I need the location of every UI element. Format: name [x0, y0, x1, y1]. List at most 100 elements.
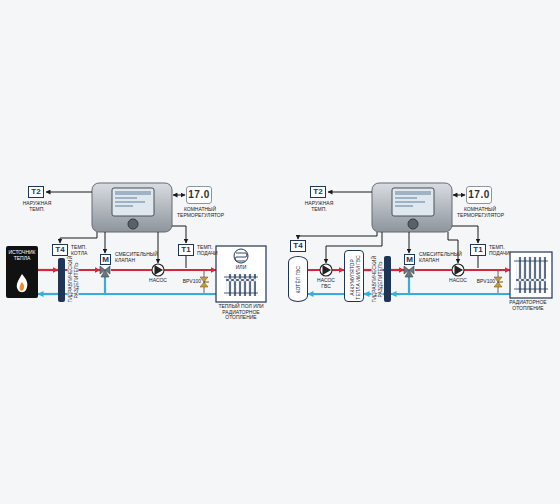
return-pipe [65, 293, 216, 295]
sensor-box: T2НАРУЖНАЯ ТЕМП. [310, 186, 326, 198]
hydraulic-separator: ГИДРАВЛИЧЕСКИЙ РАЗДЕЛИТЕЛЬ [384, 256, 391, 302]
control-wires [328, 192, 372, 193]
pumps [323, 266, 330, 274]
load-boxes [510, 252, 552, 298]
node-text: T2 [31, 188, 40, 196]
load-boxes [514, 261, 548, 262]
dhw-boiler: КОТЁЛ ГВС [288, 256, 308, 302]
node-text: 17.0 [468, 190, 489, 200]
bypass-valves [204, 282, 209, 283]
sensor-box: T1ТЕМП. ПОДАЧИ [178, 244, 194, 256]
node-caption: ТЕПЛЫЙ ПОЛ ИЛИ РАДИАТОРНОЕ ОТОПЛЕНИЕ [206, 304, 276, 321]
controller-unit [115, 201, 145, 203]
controller-unit [395, 191, 431, 195]
node-text: M [406, 256, 413, 264]
buffer-tank: АККУМУЛЯТОР ТЕПЛА И/ИЛИ ГВС [344, 250, 364, 302]
node-text: КОТЁЛ ГВС [296, 260, 302, 300]
part-label: НАСОС [146, 278, 170, 284]
heat-source-box [6, 246, 38, 298]
controller-unit [115, 197, 137, 199]
controller-unit [112, 188, 154, 216]
mixing-valves [104, 276, 106, 294]
room-thermostat: 17.0КОМНАТНЫЙ ТЕРМОРЕГУЛЯТОР [186, 186, 212, 204]
controller-unit [128, 219, 138, 229]
node-text: M [102, 256, 109, 264]
bypass-valves [200, 277, 208, 287]
control-wires [409, 232, 410, 253]
node-text: АККУМУЛЯТОР ТЕПЛА И/ИЛИ ГВС [350, 253, 361, 301]
load-boxes [224, 293, 258, 294]
load-boxes [224, 277, 258, 278]
supply-pipe [38, 269, 58, 271]
node-caption: КОМНАТНЫЙ ТЕРМОРЕГУЛЯТОР [177, 207, 223, 218]
room-thermostat: 17.0КОМНАТНЫЙ ТЕРМОРЕГУЛЯТОР [466, 186, 492, 204]
pumps [155, 266, 162, 274]
control-wires [173, 195, 185, 196]
node-text: T1 [181, 246, 190, 254]
valve-motor: MСМЕСИТЕЛЬНЫЙ КЛАПАН [404, 254, 415, 265]
controller-unit [92, 183, 172, 232]
node-text: РАДИАТОРНОЕ ОТОПЛЕНИЕ [502, 300, 554, 311]
controller-unit [92, 183, 172, 232]
hydraulic-separator: ГИДРАВЛИЧЕСКИЙ РАЗДЕЛИТЕЛЬ [58, 258, 65, 302]
pumps [455, 266, 462, 274]
node-text: T2 [313, 188, 322, 196]
bypass-valves [498, 282, 503, 283]
node-text: ГИДРАВЛИЧЕСКИЙ РАЗДЕЛИТЕЛЬ [68, 258, 79, 302]
control-wires [172, 226, 186, 243]
control-wires [453, 195, 465, 196]
mixing-valves [100, 266, 414, 294]
controller-unit [115, 205, 133, 207]
node-caption: ТЕМП. КОТЛА [71, 245, 93, 256]
controller-unit [372, 183, 452, 232]
mixing-valves [405, 270, 413, 277]
controller-unit [395, 205, 413, 207]
supply-pipe [391, 269, 404, 271]
heat-source: ИСТОЧНИК ТЕПЛА [6, 246, 38, 298]
node-text: T4 [293, 242, 302, 250]
sensor-box: T4ТЕМП. КОТЛА [52, 244, 68, 256]
sensor-box: T1ТЕМП. ПОДАЧИ [470, 244, 486, 256]
load-boxes [216, 246, 552, 302]
node-caption: НАРУЖНАЯ ТЕМП. [17, 201, 57, 212]
controller-unit [92, 183, 452, 232]
controller-unit [408, 219, 418, 229]
control-wires [60, 232, 97, 243]
control-wires [478, 256, 479, 268]
sensor-box: T4 [290, 240, 306, 252]
part-label: BPV100 [466, 279, 495, 285]
control-wires [105, 232, 106, 253]
node-text: T1 [473, 246, 482, 254]
control-wires [452, 226, 478, 243]
load-boxes [216, 246, 266, 302]
load-boxes [514, 289, 548, 290]
controller-unit [115, 191, 151, 195]
heating-load-box: ИЛИТЕПЛЫЙ ПОЛ ИЛИ РАДИАТОРНОЕ ОТОПЛЕНИЕ [216, 246, 266, 302]
heat-source-box [17, 274, 28, 292]
heat-source-box [6, 246, 38, 298]
return-pipe [308, 293, 344, 295]
node-text: ИЛИ [216, 265, 266, 271]
load-boxes [234, 249, 248, 263]
part-label: НАСОС ГВС [314, 278, 338, 289]
node-caption: ТЕМП. ПОДАЧИ [197, 245, 216, 256]
pumps [452, 264, 464, 276]
controller-unit [392, 188, 434, 216]
controller-unit [372, 183, 452, 232]
node-caption: ТЕМП. ПОДАЧИ [489, 245, 509, 256]
control-wires [448, 232, 458, 263]
node-caption: КОМНАТНЫЙ ТЕРМОРЕГУЛЯТОР [457, 207, 503, 218]
control-wires [186, 256, 187, 268]
control-wires [46, 192, 92, 193]
node-text: T4 [55, 246, 64, 254]
node-caption: СМЕСИТЕЛЬНЫЙ КЛАПАН [115, 252, 151, 263]
bypass-valves [494, 277, 502, 287]
pumps [152, 264, 164, 276]
node-text: ГИДРАВЛИЧЕСКИЙ РАЗДЕЛИТЕЛЬ [372, 256, 383, 302]
node-text: 17.0 [188, 190, 209, 200]
load-boxes [235, 253, 247, 261]
part-label: НАСОС [446, 278, 470, 284]
node-caption: СМЕСИТЕЛЬНЫЙ КЛАПАН [419, 252, 453, 263]
